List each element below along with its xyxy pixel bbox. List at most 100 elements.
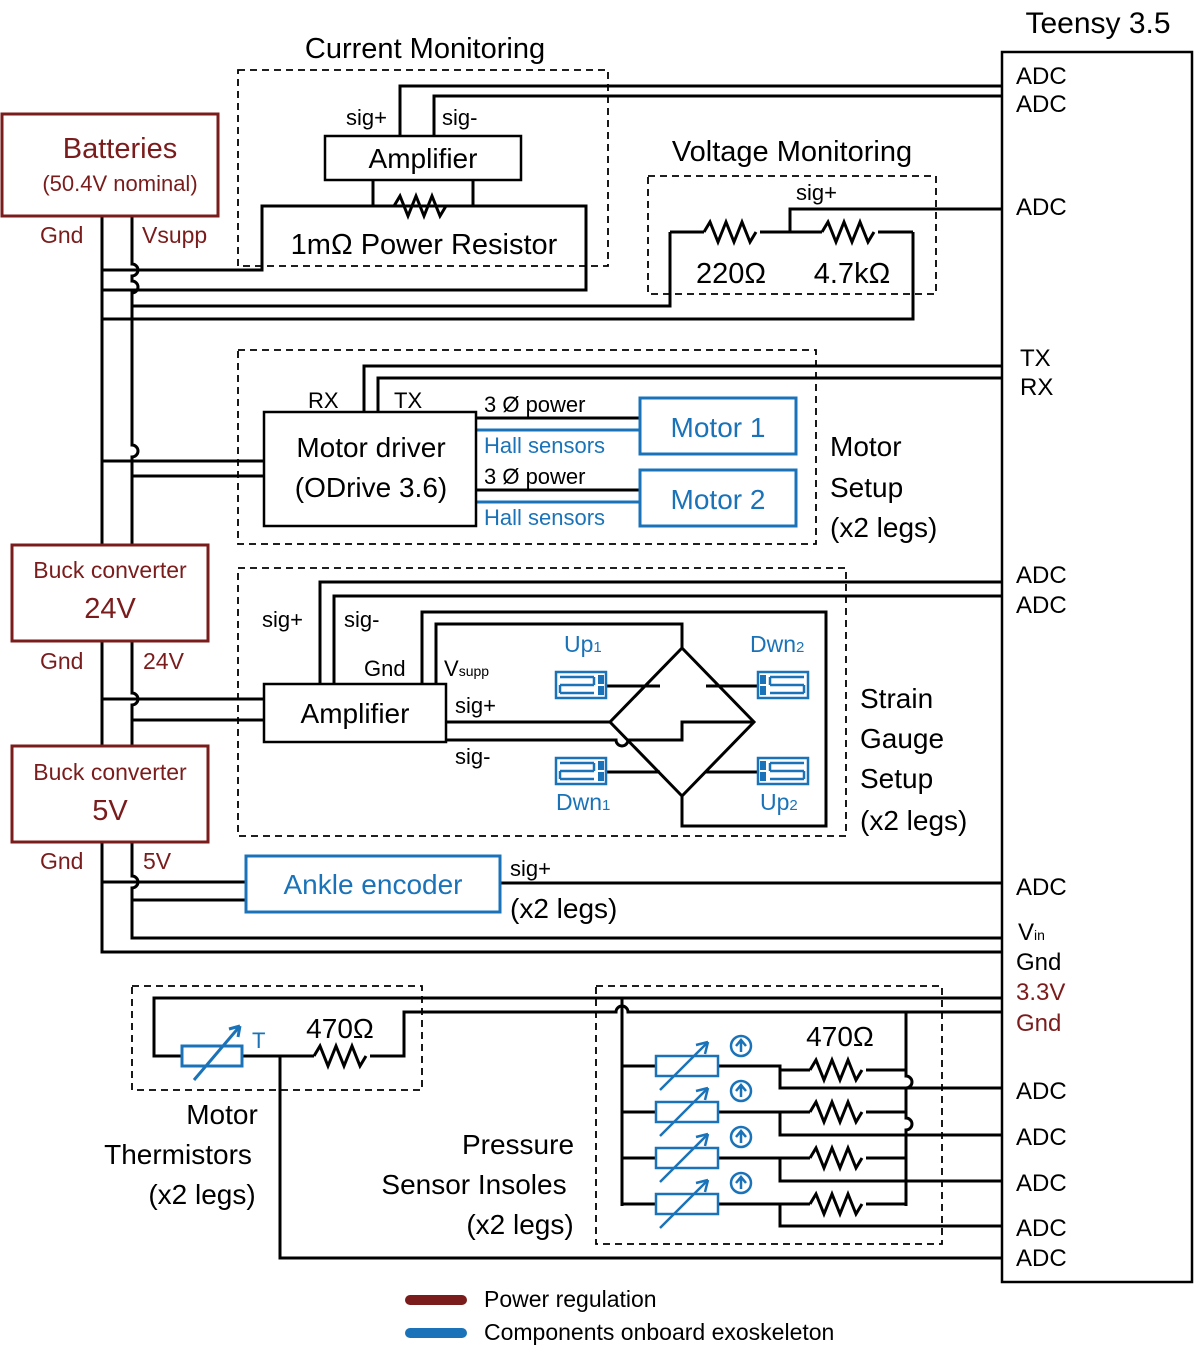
ankle-encoder-label: Ankle encoder bbox=[283, 869, 462, 900]
power-resistor-label: 1mΩ Power Resistor bbox=[291, 229, 558, 261]
motor-setup-label: Motor bbox=[830, 431, 902, 462]
pressure-arrow-icon bbox=[729, 1171, 753, 1195]
gauge-up1-label: Up1 bbox=[564, 631, 602, 657]
hall-sensor-wires bbox=[476, 428, 640, 504]
strain-setup-label: Gauge bbox=[860, 723, 944, 754]
buck-24v-voltage: 24V bbox=[84, 593, 136, 625]
motor-setup-frame bbox=[237, 349, 817, 545]
pressure-resistor-symbol bbox=[808, 1192, 864, 1216]
thermistor-icon bbox=[180, 1044, 244, 1068]
current-sig-minus: sig- bbox=[442, 105, 477, 130]
current-sense-loop bbox=[102, 204, 588, 292]
strain-gauge-dwn2-icon bbox=[756, 670, 810, 700]
vsupp-to-divider bbox=[132, 232, 672, 308]
pressure-sensor-feeds bbox=[622, 1064, 656, 1206]
pressure-resistor-symbol bbox=[808, 1100, 864, 1124]
batteries-subtitle: (50.4V nominal) bbox=[42, 171, 197, 196]
strain-out-plus-label: sig+ bbox=[455, 693, 496, 718]
legend: Power regulation Components onboard exos… bbox=[405, 1286, 834, 1345]
divider-wires bbox=[670, 207, 1002, 234]
voltage-sig-plus: sig+ bbox=[796, 180, 837, 205]
buck-5v-voltage: 5V bbox=[92, 795, 128, 827]
thermistor-label: Motor bbox=[186, 1099, 258, 1130]
thermistor-gnd-wire bbox=[242, 1004, 1002, 1058]
resistor-220-label: 220Ω bbox=[696, 258, 766, 290]
thermistor-resistor-label: 470Ω bbox=[306, 1013, 374, 1044]
current-sig-wires bbox=[398, 84, 1002, 136]
force-sensor-icon bbox=[654, 1178, 720, 1230]
ankle-encoder-box bbox=[244, 854, 502, 914]
current-monitoring-title: Current Monitoring bbox=[305, 33, 545, 65]
buck-5v-title: Buck converter bbox=[33, 759, 187, 785]
motor2-box bbox=[638, 468, 798, 528]
gnd-to-divider bbox=[102, 232, 915, 321]
motor-setup-label: Setup bbox=[830, 472, 903, 503]
force-sensor-icon bbox=[654, 1132, 720, 1184]
buck-5v-gnd: Gnd bbox=[40, 848, 83, 874]
rail-24v bbox=[130, 641, 140, 746]
pressure-adc-wires bbox=[718, 1064, 1002, 1228]
thermistor-supply-wire bbox=[152, 996, 1002, 1058]
power-trunk-wires bbox=[100, 204, 1002, 954]
current-amplifier-box bbox=[323, 134, 523, 182]
batteries-box bbox=[0, 112, 220, 218]
motor2-power-label: 3 Ø power bbox=[484, 464, 586, 489]
strain-out-minus-wire bbox=[446, 720, 754, 748]
voltage-monitoring-frame bbox=[647, 175, 937, 295]
current-monitoring-frame bbox=[237, 69, 609, 267]
motor1-hall-label: Hall sensors bbox=[484, 433, 605, 458]
teensy-pin-tx: TX bbox=[1020, 345, 1051, 372]
bridge-gnd-wire bbox=[420, 610, 828, 828]
batteries-gnd-label: Gnd bbox=[40, 222, 83, 248]
driver-rx-label: RX bbox=[308, 388, 339, 413]
pressure-frame bbox=[595, 985, 943, 1245]
strain-out-minus-label: sig- bbox=[455, 744, 490, 769]
pressure-gnd-rail bbox=[904, 1012, 914, 1206]
ankle-encoder: Ankle encoder sig+ (x2 legs) bbox=[244, 854, 1002, 924]
pressure-arrow-icon bbox=[729, 1079, 753, 1103]
strain-gauge-frame bbox=[237, 567, 847, 837]
strain-sig-plus: sig+ bbox=[262, 607, 303, 632]
pressure-label: Sensor Insoles bbox=[381, 1169, 566, 1200]
teensy-title: Teensy 3.5 bbox=[1025, 7, 1170, 40]
current-amplifier-label: Amplifier bbox=[369, 143, 478, 174]
resistor-4k7-symbol bbox=[820, 220, 876, 244]
thermistor-legs: (x2 legs) bbox=[148, 1179, 255, 1210]
teensy-outline bbox=[1000, 50, 1194, 1284]
bridge-vsupp-wire bbox=[434, 622, 684, 684]
voltage-monitoring-title: Voltage Monitoring bbox=[672, 136, 912, 168]
motor1-power-label: 3 Ø power bbox=[484, 392, 586, 417]
motor1-label: Motor 1 bbox=[671, 412, 766, 443]
strain-amplifier-box bbox=[262, 682, 448, 744]
strain-sig-wires bbox=[318, 580, 1002, 684]
teensy-board: Teensy 3.5 ADC ADC ADC TX RX ADC ADC ADC… bbox=[1000, 7, 1194, 1284]
current-sig-plus: sig+ bbox=[346, 105, 387, 130]
thermistor-t-label: T bbox=[252, 1028, 265, 1053]
thermistor-frame bbox=[131, 985, 423, 1091]
strain-amplifier-label: Amplifier bbox=[301, 698, 410, 729]
pressure-resistor-label: 470Ω bbox=[806, 1021, 874, 1052]
legend-onboard-label: Components onboard exoskeleton bbox=[484, 1319, 834, 1345]
teensy-pin-adc: ADC bbox=[1016, 592, 1067, 619]
buck-24v-gnd: Gnd bbox=[40, 648, 83, 674]
motor2-hall-label: Hall sensors bbox=[484, 505, 605, 530]
teensy-pin-adc: ADC bbox=[1016, 1215, 1067, 1242]
teensy-pin-adc: ADC bbox=[1016, 1170, 1067, 1197]
teensy-pin-rx: RX bbox=[1020, 374, 1053, 401]
teensy-pin-vin: Vin bbox=[1018, 919, 1045, 946]
teensy-pin-3v3: 3.3V bbox=[1016, 979, 1065, 1006]
teensy-pin-gnd: Gnd bbox=[1016, 949, 1061, 976]
force-sensor-icon bbox=[654, 1040, 720, 1092]
bridge-gnd-label: Gnd bbox=[364, 656, 406, 681]
buck-24v-box bbox=[10, 543, 210, 643]
strain-sig-minus: sig- bbox=[344, 607, 379, 632]
pressure-resistor-leads bbox=[780, 1068, 906, 1206]
ground-rail bbox=[100, 216, 1002, 954]
motor-driver-label: Motor driver bbox=[296, 432, 445, 463]
pressure-insoles: 470Ω Pressure Sensor Insoles (x2 legs) bbox=[381, 985, 1002, 1245]
motor-driver-box bbox=[262, 410, 478, 528]
pressure-legs: (x2 legs) bbox=[466, 1209, 573, 1240]
thermistor-label: Thermistors bbox=[104, 1139, 252, 1170]
buck-5v-box bbox=[10, 744, 210, 844]
voltage-monitoring: Voltage Monitoring sig+ 220Ω 4.7kΩ bbox=[647, 136, 1002, 295]
